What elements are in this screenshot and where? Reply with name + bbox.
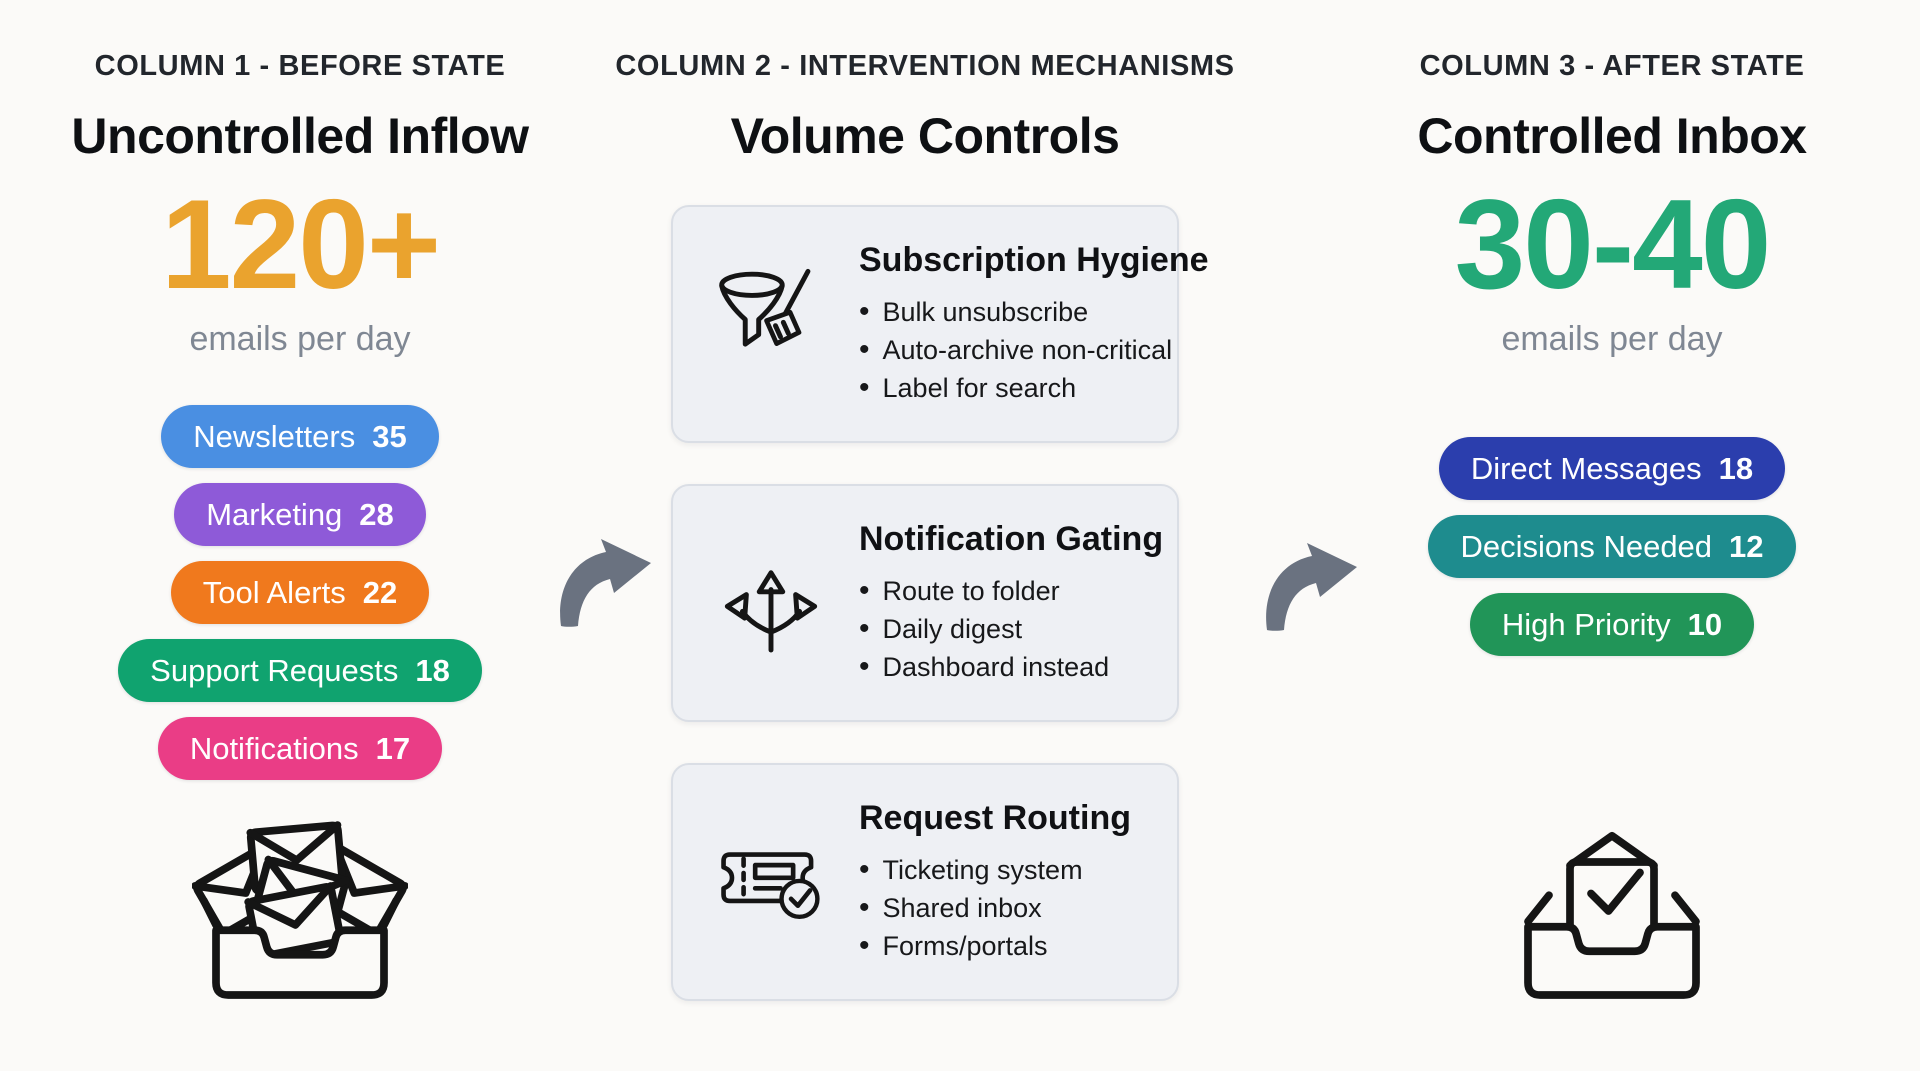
pill-newsletters: Newsletters 35 — [161, 405, 439, 468]
pill-label: Notifications — [189, 730, 359, 766]
pill-support-requests: Support Requests 18 — [118, 639, 482, 702]
flow-arrow-icon — [552, 536, 656, 633]
intervention-card-stack: Subscription Hygiene Bulk unsubscribe Au… — [671, 205, 1209, 1001]
pill-count: 28 — [359, 496, 394, 532]
before-title: Uncontrolled Inflow — [71, 108, 529, 164]
pill-count: 35 — [372, 418, 407, 454]
pill-label: Newsletters — [193, 418, 356, 454]
column-after-state: COLUMN 3 - AFTER STATE Controlled Inbox … — [1352, 0, 1872, 999]
pill-count: 18 — [415, 652, 450, 688]
card-bullet: Label for search — [859, 369, 1209, 407]
card-request-routing: Request Routing Ticketing system Shared … — [671, 763, 1179, 1001]
card-bullet: Dashboard instead — [859, 648, 1163, 686]
card-bullet-list: Route to folder Daily digest Dashboard i… — [859, 572, 1163, 686]
before-eyebrow: COLUMN 1 - BEFORE STATE — [94, 50, 506, 82]
card-bullet: Route to folder — [859, 572, 1163, 610]
pill-high-priority: High Priority 10 — [1469, 593, 1755, 656]
pill-label: Decisions Needed — [1460, 528, 1713, 564]
flow-arrow-icon — [1258, 540, 1362, 637]
before-pill-stack: Newsletters 35 Marketing 28 Tool Alerts … — [118, 405, 482, 780]
card-bullet: Daily digest — [859, 610, 1163, 648]
after-pill-stack: Direct Messages 18 Decisions Needed 12 H… — [1428, 437, 1796, 656]
pill-decisions-needed: Decisions Needed 12 — [1428, 515, 1796, 578]
pill-direct-messages: Direct Messages 18 — [1438, 437, 1786, 500]
pill-label: High Priority — [1501, 606, 1671, 642]
column-intervention-mechanisms: COLUMN 2 - INTERVENTION MECHANISMS Volum… — [615, 0, 1234, 1001]
card-bullet: Bulk unsubscribe — [859, 293, 1209, 331]
after-metric-caption: emails per day — [1501, 320, 1723, 358]
pill-marketing: Marketing 28 — [174, 483, 426, 546]
branching-arrows-icon — [707, 547, 835, 659]
card-bullet: Shared inbox — [859, 889, 1131, 927]
card-notification-gating: Notification Gating Route to folder Dail… — [671, 484, 1179, 722]
pill-count: 12 — [1729, 528, 1764, 564]
pill-label: Marketing — [206, 496, 343, 532]
pill-tool-alerts: Tool Alerts 22 — [170, 561, 430, 624]
overflowing-inbox-icon — [191, 820, 409, 1021]
pill-count: 17 — [375, 730, 411, 766]
column-before-state: COLUMN 1 - BEFORE STATE Uncontrolled Inf… — [40, 0, 560, 999]
pill-notifications: Notifications 17 — [157, 717, 443, 780]
before-metric-caption: emails per day — [189, 320, 411, 358]
pill-label: Tool Alerts — [202, 574, 346, 610]
card-title: Request Routing — [859, 799, 1131, 837]
after-eyebrow: COLUMN 3 - AFTER STATE — [1419, 50, 1805, 82]
pill-count: 18 — [1718, 450, 1754, 486]
after-title: Controlled Inbox — [1417, 108, 1807, 164]
interventions-eyebrow: COLUMN 2 - INTERVENTION MECHANISMS — [615, 50, 1235, 82]
card-bullet: Auto-archive non-critical — [859, 331, 1209, 369]
card-subscription-hygiene: Subscription Hygiene Bulk unsubscribe Au… — [671, 205, 1209, 443]
inbox-check-icon — [1504, 820, 1720, 1021]
funnel-broom-icon — [707, 268, 835, 380]
interventions-title: Volume Controls — [730, 108, 1120, 164]
card-bullet: Ticketing system — [859, 851, 1131, 889]
card-bullet-list: Ticketing system Shared inbox Forms/port… — [859, 851, 1131, 965]
before-metric-value: 120+ — [160, 173, 441, 315]
card-title: Subscription Hygiene — [859, 241, 1209, 279]
after-metric-value: 30-40 — [1454, 173, 1772, 315]
pill-label: Direct Messages — [1470, 450, 1702, 486]
card-bullet: Forms/portals — [859, 927, 1131, 965]
pill-count: 10 — [1687, 606, 1723, 642]
card-bullet-list: Bulk unsubscribe Auto-archive non-critic… — [859, 293, 1209, 407]
pill-count: 22 — [362, 574, 398, 610]
ticket-check-icon — [707, 826, 835, 938]
pill-label: Support Requests — [150, 652, 399, 688]
card-title: Notification Gating — [859, 520, 1164, 558]
